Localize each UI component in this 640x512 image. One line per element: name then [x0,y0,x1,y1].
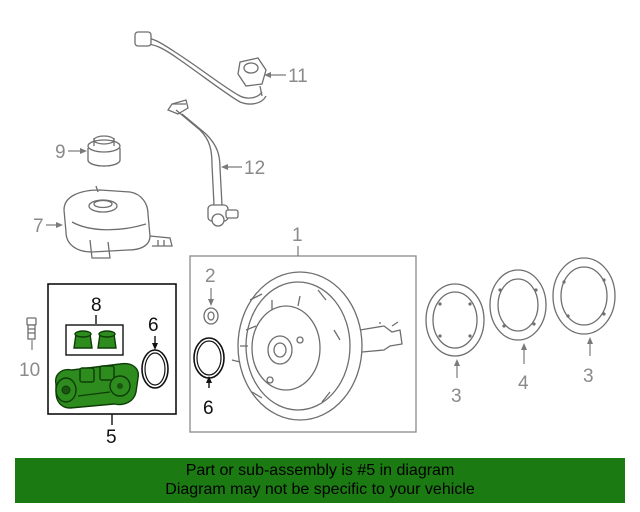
svg-text:3: 3 [451,386,462,407]
part-2-check-valve [203,307,219,325]
svg-text:11: 11 [288,66,308,87]
part-9-reservoir-cap [87,135,121,167]
callout-4: 4 [518,343,529,394]
svg-text:8: 8 [91,295,102,316]
part-11-brake-line [134,31,267,105]
part-6-o-ring-outer [193,337,225,379]
callout-10: 10 [19,340,40,381]
part-3-gasket-b [552,257,616,335]
part-6-o-ring-inner [141,349,169,389]
seals-8-box [65,324,124,356]
svg-text:1: 1 [292,225,303,246]
callout-1: 1 [292,225,303,256]
callout-6-inner: 6 [148,315,159,350]
svg-text:9: 9 [55,142,66,163]
svg-text:4: 4 [518,373,529,394]
svg-text:2: 2 [205,266,216,287]
info-banner: Part or sub-assembly is #5 in diagram Di… [15,458,625,503]
svg-text:6: 6 [203,398,214,419]
callout-3a: 3 [451,359,462,407]
part-10-bolt [26,317,37,340]
svg-text:6: 6 [148,315,159,336]
callout-9: 9 [55,142,87,163]
part-1-brake-booster [231,271,403,421]
svg-text:7: 7 [33,216,44,237]
part-7-reservoir [63,185,173,259]
callout-7: 7 [33,216,63,237]
svg-text:3: 3 [583,366,594,387]
part-3-gasket-a [425,283,485,357]
part-12-brake-line [167,99,239,227]
parts-diagram: 11 12 9 7 [19,31,616,448]
callout-3b: 3 [583,337,594,387]
svg-text:5: 5 [106,427,117,448]
banner-line-1: Part or sub-assembly is #5 in diagram [185,462,455,479]
callout-6-outer: 6 [203,376,214,419]
callout-5: 5 [106,414,117,448]
callout-11: 11 [264,66,308,87]
callout-2: 2 [205,266,216,306]
callout-12: 12 [221,158,265,179]
part-4-gasket [489,269,547,341]
callout-8: 8 [91,295,102,324]
svg-text:12: 12 [244,158,265,179]
part-8-seals [73,330,117,349]
part-5-master-cylinder [55,362,139,409]
booster-1-box [189,255,417,433]
banner-line-2: Diagram may not be specific to your vehi… [165,481,475,498]
svg-text:10: 10 [19,360,40,381]
